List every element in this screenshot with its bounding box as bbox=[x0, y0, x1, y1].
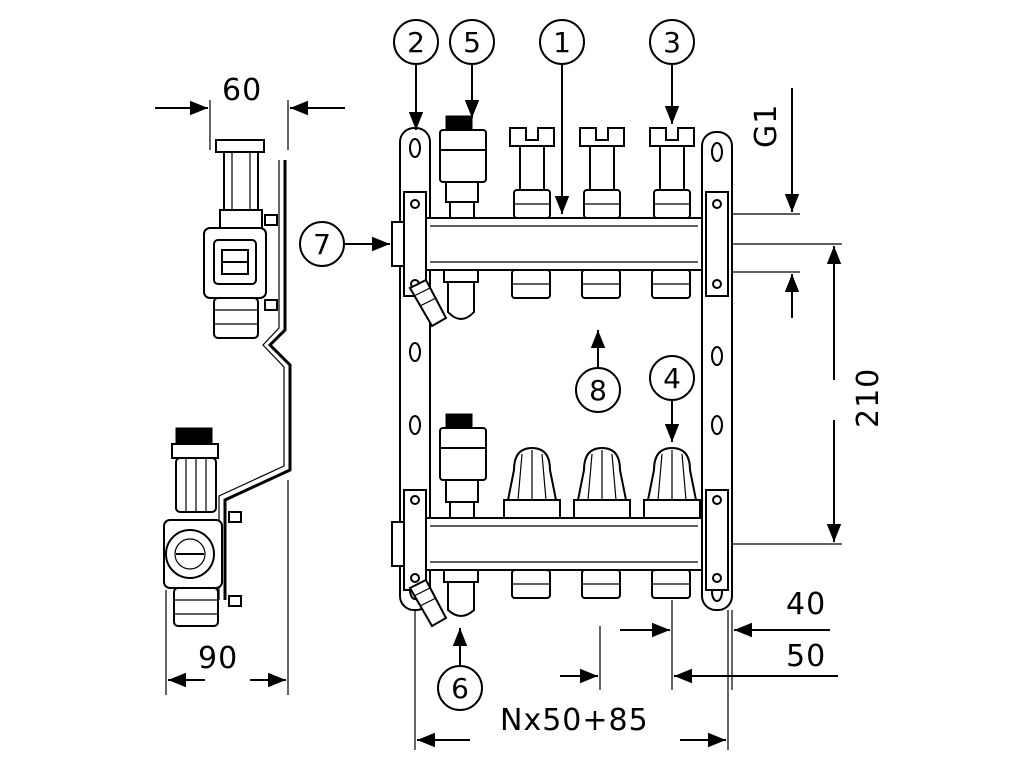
dim-height-label: 210 bbox=[851, 368, 886, 428]
lower-caps bbox=[503, 446, 701, 519]
dim-side-top: 60 bbox=[155, 73, 345, 150]
upper-manifold-bar bbox=[391, 217, 703, 271]
svg-text:3: 3 bbox=[663, 26, 681, 59]
dim-side-top-label: 60 bbox=[222, 73, 262, 108]
dim-total-width: Nx50+85 bbox=[414, 610, 729, 750]
dim-thread-label: G1 bbox=[749, 104, 784, 148]
lower-manifold-bar bbox=[391, 517, 703, 571]
upper-valves bbox=[509, 127, 695, 219]
svg-text:6: 6 bbox=[451, 672, 469, 705]
dim-spacing: 40 50 bbox=[560, 587, 838, 690]
lower-drain-valve bbox=[408, 578, 448, 628]
dim-spacing-50-label: 50 bbox=[786, 639, 826, 674]
lower-air-vent bbox=[439, 413, 487, 519]
callout-4: 4 bbox=[649, 355, 695, 442]
callout-5: 5 bbox=[449, 19, 495, 118]
side-upper-valve bbox=[203, 139, 267, 339]
upper-outlets bbox=[443, 269, 691, 320]
dim-height: 210 bbox=[732, 243, 886, 545]
dim-side-bottom: 90 bbox=[165, 480, 289, 695]
dim-side-bottom-label: 90 bbox=[198, 641, 238, 676]
dim-thread: G1 bbox=[732, 88, 800, 318]
callout-6: 6 bbox=[437, 628, 483, 711]
svg-text:8: 8 bbox=[589, 374, 607, 407]
callout-7: 7 bbox=[299, 221, 390, 267]
dim-spacing-40-label: 40 bbox=[786, 587, 826, 622]
upper-drain-valve bbox=[408, 278, 448, 328]
svg-text:1: 1 bbox=[553, 26, 571, 59]
svg-text:7: 7 bbox=[313, 228, 331, 261]
callout-3: 3 bbox=[649, 19, 695, 124]
front-view: G1 210 40 50 Nx50+85 bbox=[391, 88, 886, 750]
upper-air-vent bbox=[439, 115, 487, 219]
svg-text:2: 2 bbox=[407, 26, 425, 59]
side-view: 60 bbox=[155, 73, 345, 695]
right-bracket bbox=[701, 131, 733, 611]
dim-total-width-label: Nx50+85 bbox=[500, 703, 649, 738]
lower-outlets bbox=[443, 569, 691, 617]
side-lower-valve bbox=[163, 427, 223, 627]
svg-text:4: 4 bbox=[663, 362, 681, 395]
callout-2: 2 bbox=[393, 19, 439, 130]
callouts: 2 5 1 3 7 8 bbox=[299, 19, 695, 711]
svg-text:5: 5 bbox=[463, 26, 481, 59]
callout-1: 1 bbox=[539, 19, 585, 214]
callout-8: 8 bbox=[575, 330, 621, 413]
